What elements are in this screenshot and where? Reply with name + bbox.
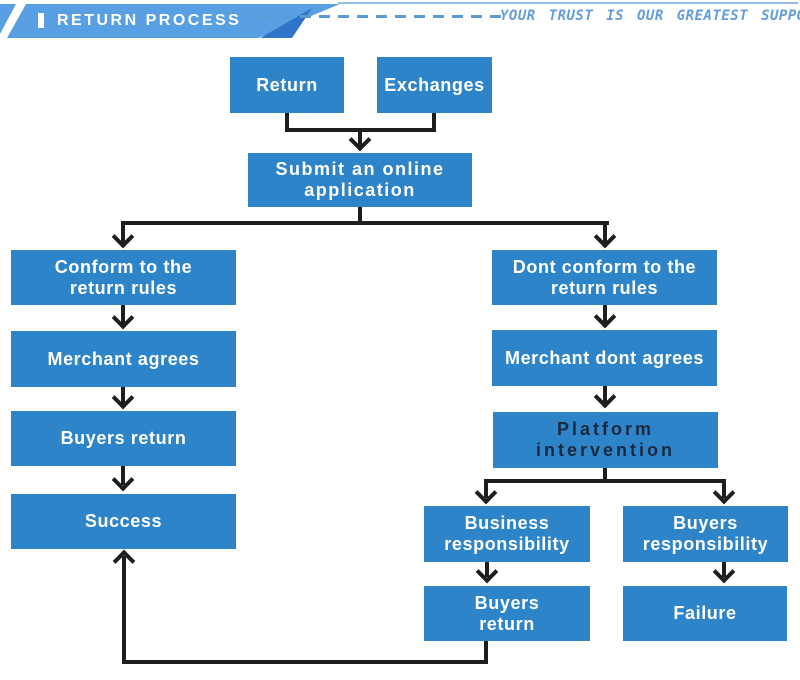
node-buyers-return-2: Buyers return [424,586,590,641]
flow-line-platform-down [603,468,607,483]
node-buyers-responsibility: Buyers responsibility [623,506,788,562]
node-return: Return [230,57,344,113]
node-success: Success [11,494,236,549]
page-title: RETURN PROCESS [57,12,242,29]
arrow-down-icon [475,560,499,584]
node-buyers-return: Buyers return [11,411,236,466]
node-dont-conform-rules: Dont conform to the return rules [492,250,717,305]
flow-line-merge-down [358,128,362,146]
header-tagline: YOUR TRUST IS OUR GREATEST SUPPORT [500,8,800,24]
flow-line-return-stub [285,113,289,130]
flow-line-breturn-down [121,466,125,485]
node-submit-application: Submit an online application [248,153,472,207]
arrow-down-icon [348,128,372,152]
arrow-down-icon [593,225,617,249]
arrow-down-icon [111,306,135,330]
flow-line-dontconform-down [603,305,607,323]
node-exchanges: Exchanges [377,57,492,113]
flow-line-mdont-down [603,386,607,403]
header-dashed-line [262,15,502,18]
arrow-down-icon [111,468,135,492]
flow-line-split-right [603,221,607,243]
flow-line-submit-down [358,207,362,223]
flow-line-resp-bar [484,479,726,483]
node-business-responsibility: Business responsibility [424,506,590,562]
flow-line-exchanges-stub [432,113,436,130]
arrow-down-icon [474,481,498,505]
node-conform-rules: Conform to the return rules [11,250,236,305]
flow-line-split-left [121,221,125,243]
flow-line-feedback-bar [122,660,488,664]
flow-line-resp-right [722,479,726,498]
flow-line-resp-left [484,479,488,498]
node-merchant-agrees: Merchant agrees [11,331,236,387]
title-bullet-icon [38,13,44,28]
flow-line-magree-down [121,387,125,404]
arrow-up-icon [112,549,136,573]
node-platform-intervention: Platform intervention [493,412,718,468]
arrow-down-icon [593,305,617,329]
node-failure: Failure [623,586,787,641]
arrow-down-icon [712,481,736,505]
flow-line-split-bar [121,221,609,225]
flow-line-conform-down [121,305,125,324]
arrow-down-icon [111,225,135,249]
arrow-down-icon [111,386,135,410]
flow-line-feedback-down [484,641,488,664]
flow-line-buyresp-down [722,562,726,577]
flow-line-busresp-down [485,562,489,577]
header-top-rule [338,2,798,4]
flow-line-feedback-up [122,556,126,664]
arrow-down-icon [593,385,617,409]
node-merchant-dont-agrees: Merchant dont agrees [492,330,717,386]
arrow-down-icon [712,560,736,584]
